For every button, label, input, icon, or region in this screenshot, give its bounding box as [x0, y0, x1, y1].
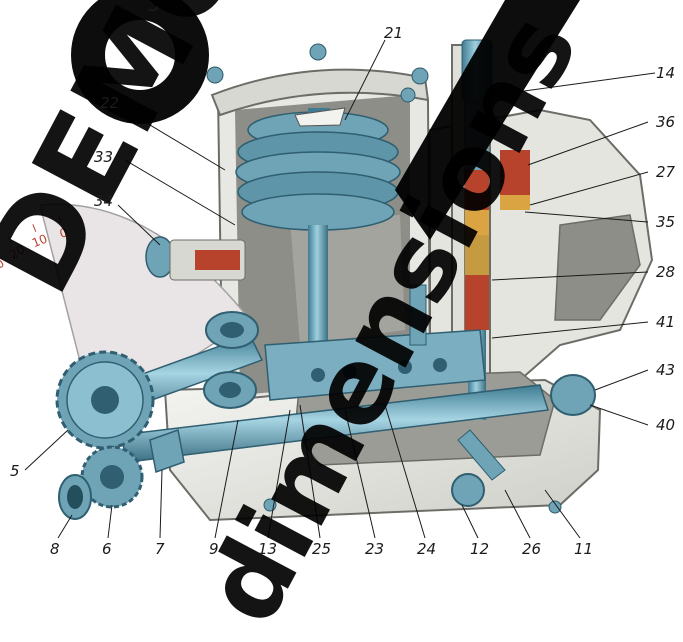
dial-scale-label: 30 [0, 256, 7, 276]
callout-26: 26 [522, 540, 542, 558]
coupling-sleeve [149, 428, 185, 474]
dial-scale: 0102030405060 [0, 215, 69, 277]
header-number: 5 [148, 0, 161, 16]
callout-40: 40 [656, 416, 676, 434]
callout-11: 11 [574, 540, 594, 558]
dial-tick [58, 215, 62, 224]
small-gear [58, 445, 144, 520]
callout-24: 24 [417, 540, 437, 558]
drawing: 0102030405060 [0, 0, 656, 539]
callout-36: 36 [656, 113, 676, 131]
large-gear [55, 350, 155, 450]
linkage-bar [264, 284, 486, 401]
callout-9: 9 [209, 540, 219, 558]
callout-43: 43 [656, 361, 676, 379]
watermark-strokes [71, 0, 580, 240]
callout-6: 6 [102, 540, 112, 558]
dial-scale-label: 20 [7, 242, 27, 262]
callout-5: 5 [10, 462, 20, 480]
callout-41: 41 [656, 313, 676, 331]
callout-35: 35 [656, 213, 676, 231]
callout-12: 12 [470, 540, 490, 558]
callout-23: 23 [365, 540, 385, 558]
callout-25: 25 [312, 540, 332, 558]
callout-33: 33 [94, 148, 114, 166]
callout-34: 34 [94, 192, 114, 210]
callout-14: 14 [656, 64, 676, 82]
dial-tick [7, 236, 13, 244]
side-plug [145, 236, 246, 281]
callout-27: 27 [656, 163, 676, 181]
callout-21: 21 [384, 24, 404, 42]
dial-tick [32, 224, 37, 232]
callout-7: 7 [155, 540, 165, 558]
callout-28: 28 [656, 263, 676, 281]
dial-scale-label: 0 [58, 225, 69, 240]
bellows-stem [308, 225, 328, 345]
callout-13: 13 [258, 540, 278, 558]
dial-scale-label: 10 [30, 232, 49, 251]
callout-8: 8 [50, 540, 60, 558]
bellows [235, 107, 401, 231]
callout-22: 22 [100, 94, 120, 112]
